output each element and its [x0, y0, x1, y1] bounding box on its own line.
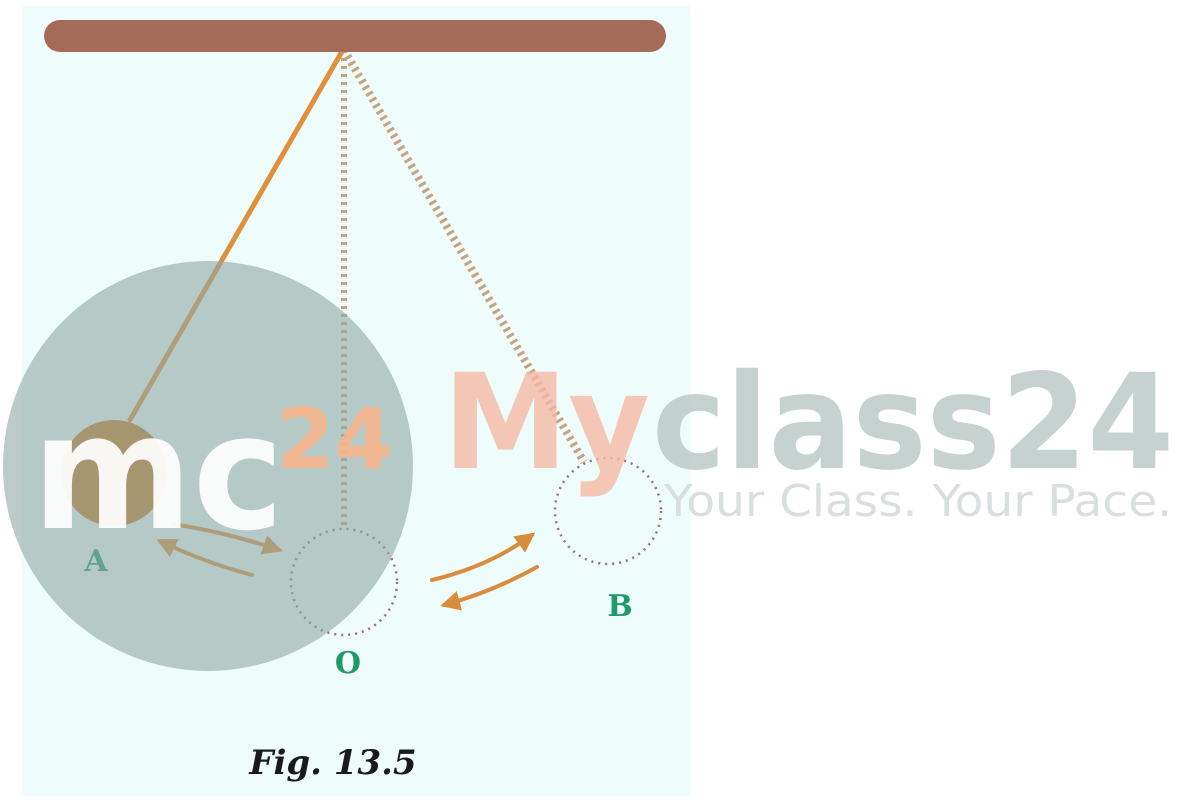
support-bar — [44, 20, 666, 52]
watermark-brand: My class24 Your Class. Your Pace. — [443, 346, 1174, 527]
bob-outline-o — [289, 527, 399, 637]
label-o: O — [335, 646, 361, 681]
watermark-brand-rest: class24 — [652, 346, 1174, 500]
arrows-o-b — [430, 532, 539, 611]
dotted-string-to-b — [340, 47, 588, 465]
bob-outline-b — [553, 456, 663, 566]
watermark-tagline: Your Class. Your Pace. — [663, 476, 1172, 527]
label-b: B — [607, 589, 632, 624]
watermark-circle — [3, 261, 413, 671]
watermark-logo: mc 24 — [3, 261, 413, 671]
watermark-logo-letters: mc — [32, 379, 284, 566]
watermark-brand-my: My — [443, 346, 650, 500]
figure-caption: Fig. 13.5 — [248, 743, 416, 783]
watermark-logo-number: 24 — [276, 390, 393, 488]
